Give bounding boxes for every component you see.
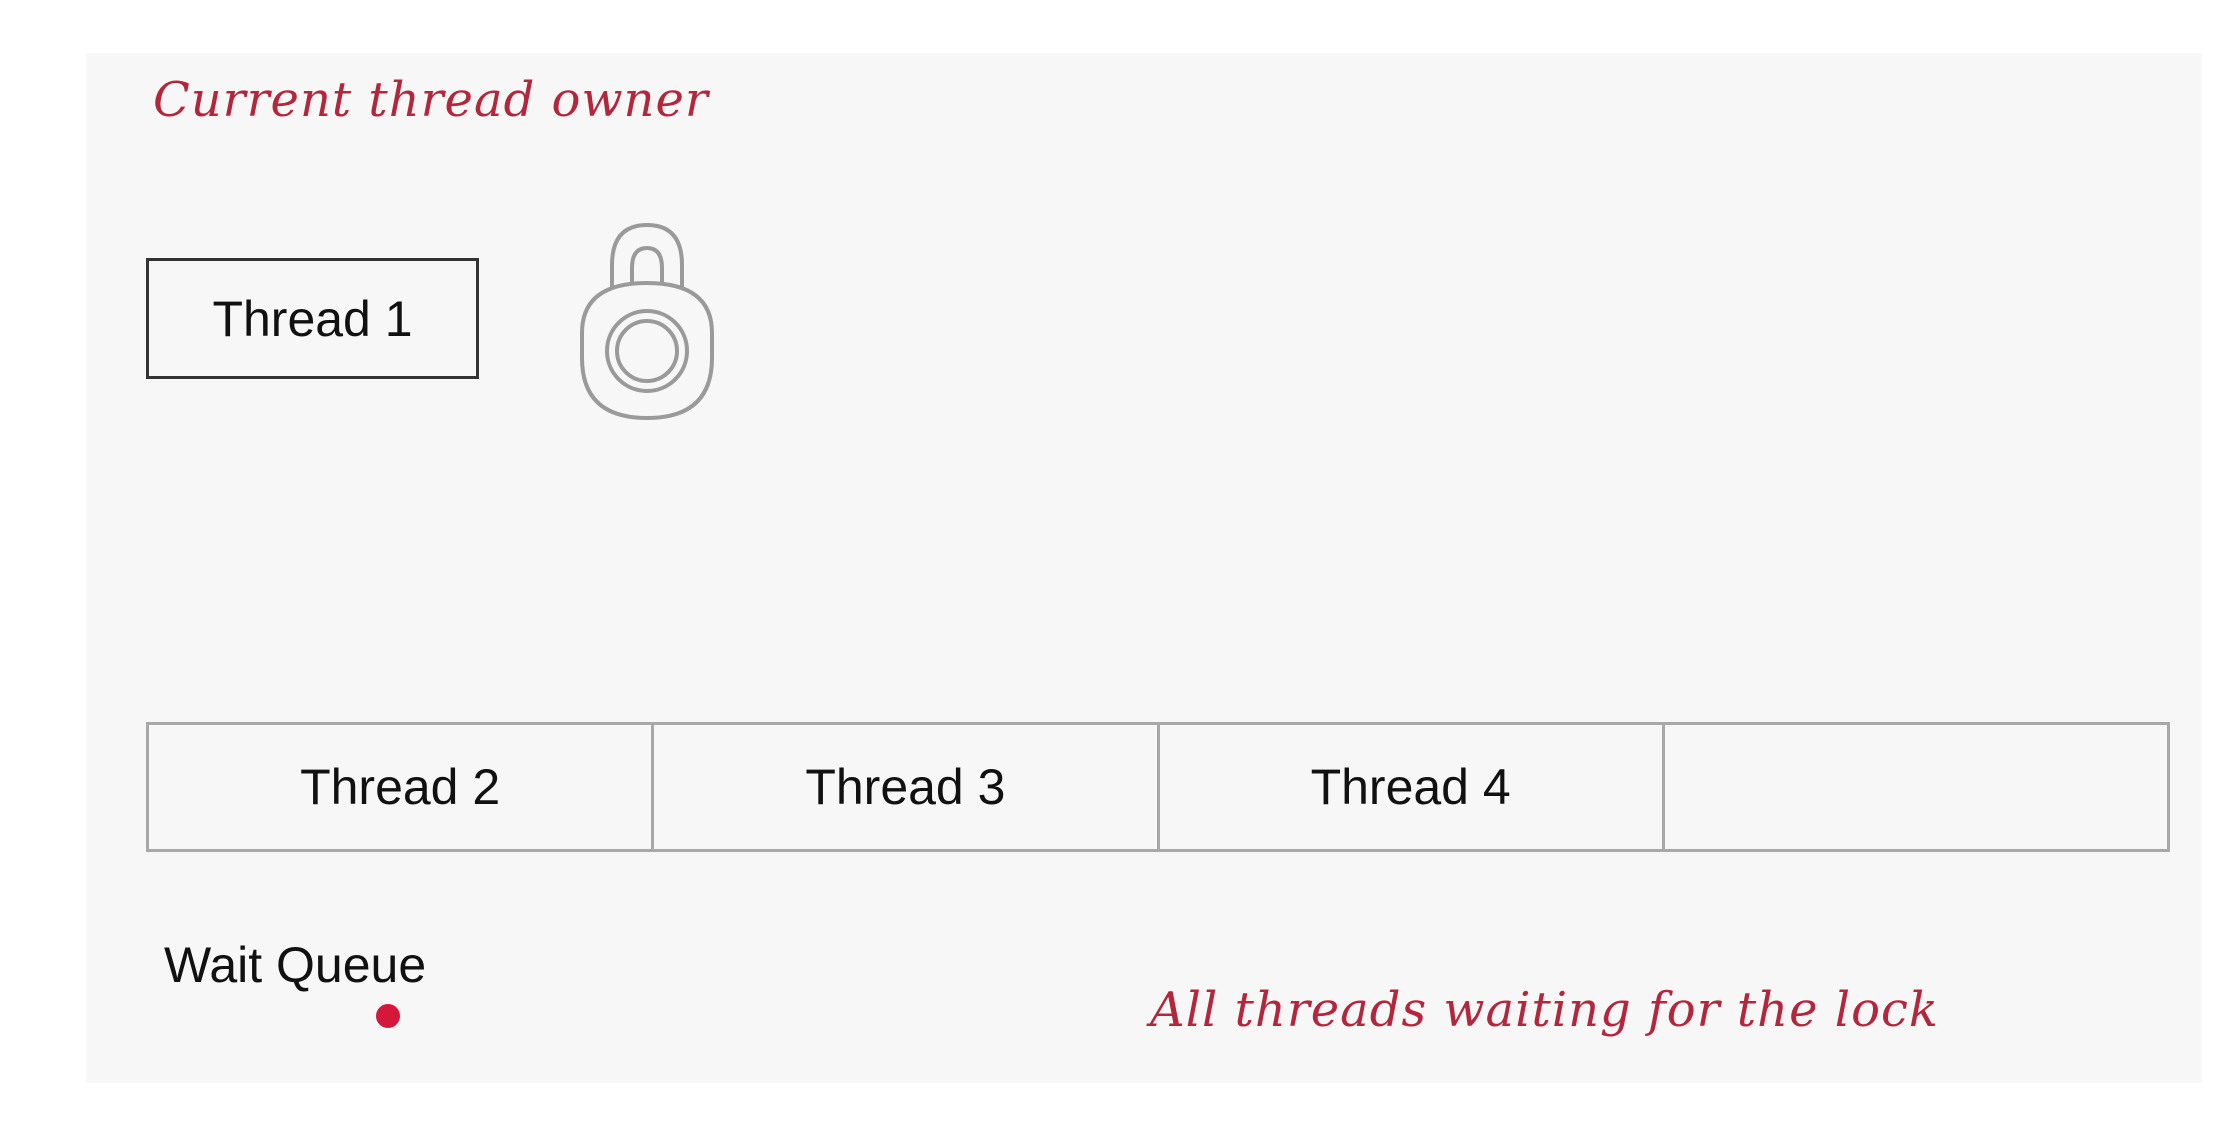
pointer-dot [376, 1004, 400, 1028]
owner-thread-label: Thread 1 [212, 290, 413, 347]
queue-slot: Thread 4 [1160, 725, 1665, 849]
owner-thread-box: Thread 1 [146, 258, 479, 379]
queue-slot-empty [1665, 725, 2167, 849]
wait-queue-label: Wait Queue [164, 937, 427, 993]
diagram-canvas [86, 53, 2202, 1083]
queue-slot: Thread 2 [149, 725, 655, 849]
queue-slot: Thread 3 [654, 725, 1160, 849]
wait-queue: Thread 2 Thread 3 Thread 4 [146, 722, 2170, 852]
padlock-icon [580, 222, 714, 421]
waiting-threads-caption: All threads waiting for the lock [1150, 982, 1939, 1038]
current-owner-caption: Current thread owner [153, 72, 709, 128]
